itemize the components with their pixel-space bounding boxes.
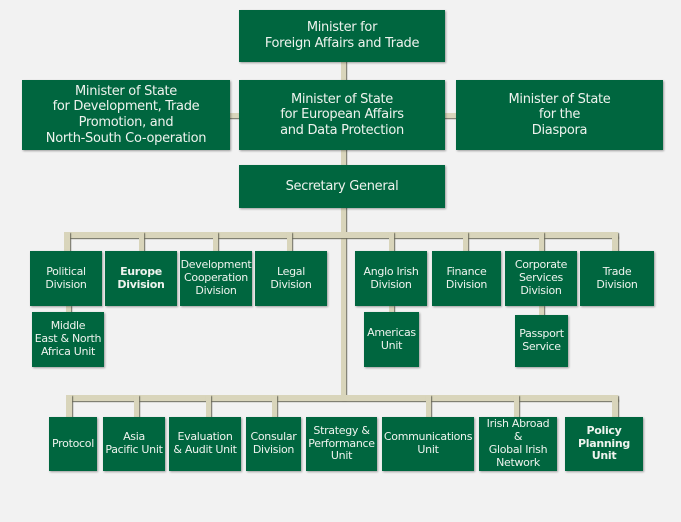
connector-sub [389, 305, 394, 315]
legal-division-box: Legal Division [255, 251, 327, 306]
connector-drop [539, 232, 544, 252]
connector-drop [272, 395, 277, 418]
strategy-performance-unit-box: Strategy & Performance Unit [306, 417, 377, 471]
connector-drop [612, 232, 618, 252]
connector-drop [64, 232, 70, 252]
minister-of-state-development-box: Minister of State for Development, Trade… [22, 80, 230, 150]
passport-service-box: Passport Service [515, 315, 568, 367]
asia-pacific-unit-box: Asia Pacific Unit [103, 417, 165, 471]
connector-drop [389, 232, 394, 252]
minister-of-state-diaspora-box: Minister of State for the Diaspora [456, 80, 663, 150]
connector-drop [287, 232, 292, 252]
finance-division-box: Finance Division [432, 251, 501, 306]
connector-divisions-bar [66, 232, 618, 238]
connector-units-bar [66, 395, 618, 401]
corporate-services-division-box: Corporate Services Division [505, 251, 577, 306]
connector-drop [514, 395, 519, 418]
development-cooperation-division-box: Development Cooperation Division [180, 251, 252, 306]
minister-of-state-european-box: Minister of State for European Affairs a… [239, 80, 445, 150]
connector-sub [66, 305, 71, 315]
policy-planning-unit-box: Policy Planning Unit [565, 417, 643, 471]
connector-trunk [341, 60, 346, 400]
minister-box: Minister for Foreign Affairs and Trade [239, 10, 445, 62]
connector-drop [206, 395, 211, 418]
consular-division-box: Consular Division [246, 417, 301, 471]
anglo-irish-division-box: Anglo Irish Division [355, 251, 427, 306]
irish-abroad-global-irish-network-box: Irish Abroad & Global Irish Network [479, 417, 557, 471]
protocol-box: Protocol [49, 417, 97, 471]
trade-division-box: Trade Division [580, 251, 654, 306]
connector-drop [134, 395, 139, 418]
connector-drop [66, 395, 72, 418]
mena-unit-box: Middle East & North Africa Unit [32, 312, 104, 367]
connector-sub [539, 305, 544, 317]
americas-unit-box: Americas Unit [364, 312, 419, 367]
connector-drop [139, 232, 144, 252]
communications-unit-box: Communications Unit [382, 417, 474, 471]
secretary-general-box: Secretary General [239, 165, 445, 208]
connector-drop [213, 232, 218, 252]
connector-drop [426, 395, 431, 418]
connector-drop [463, 232, 468, 252]
connector-drop [612, 395, 618, 418]
europe-division-box: Europe Division [105, 251, 177, 306]
political-division-box: Political Division [30, 251, 102, 306]
evaluation-audit-unit-box: Evaluation & Audit Unit [169, 417, 241, 471]
